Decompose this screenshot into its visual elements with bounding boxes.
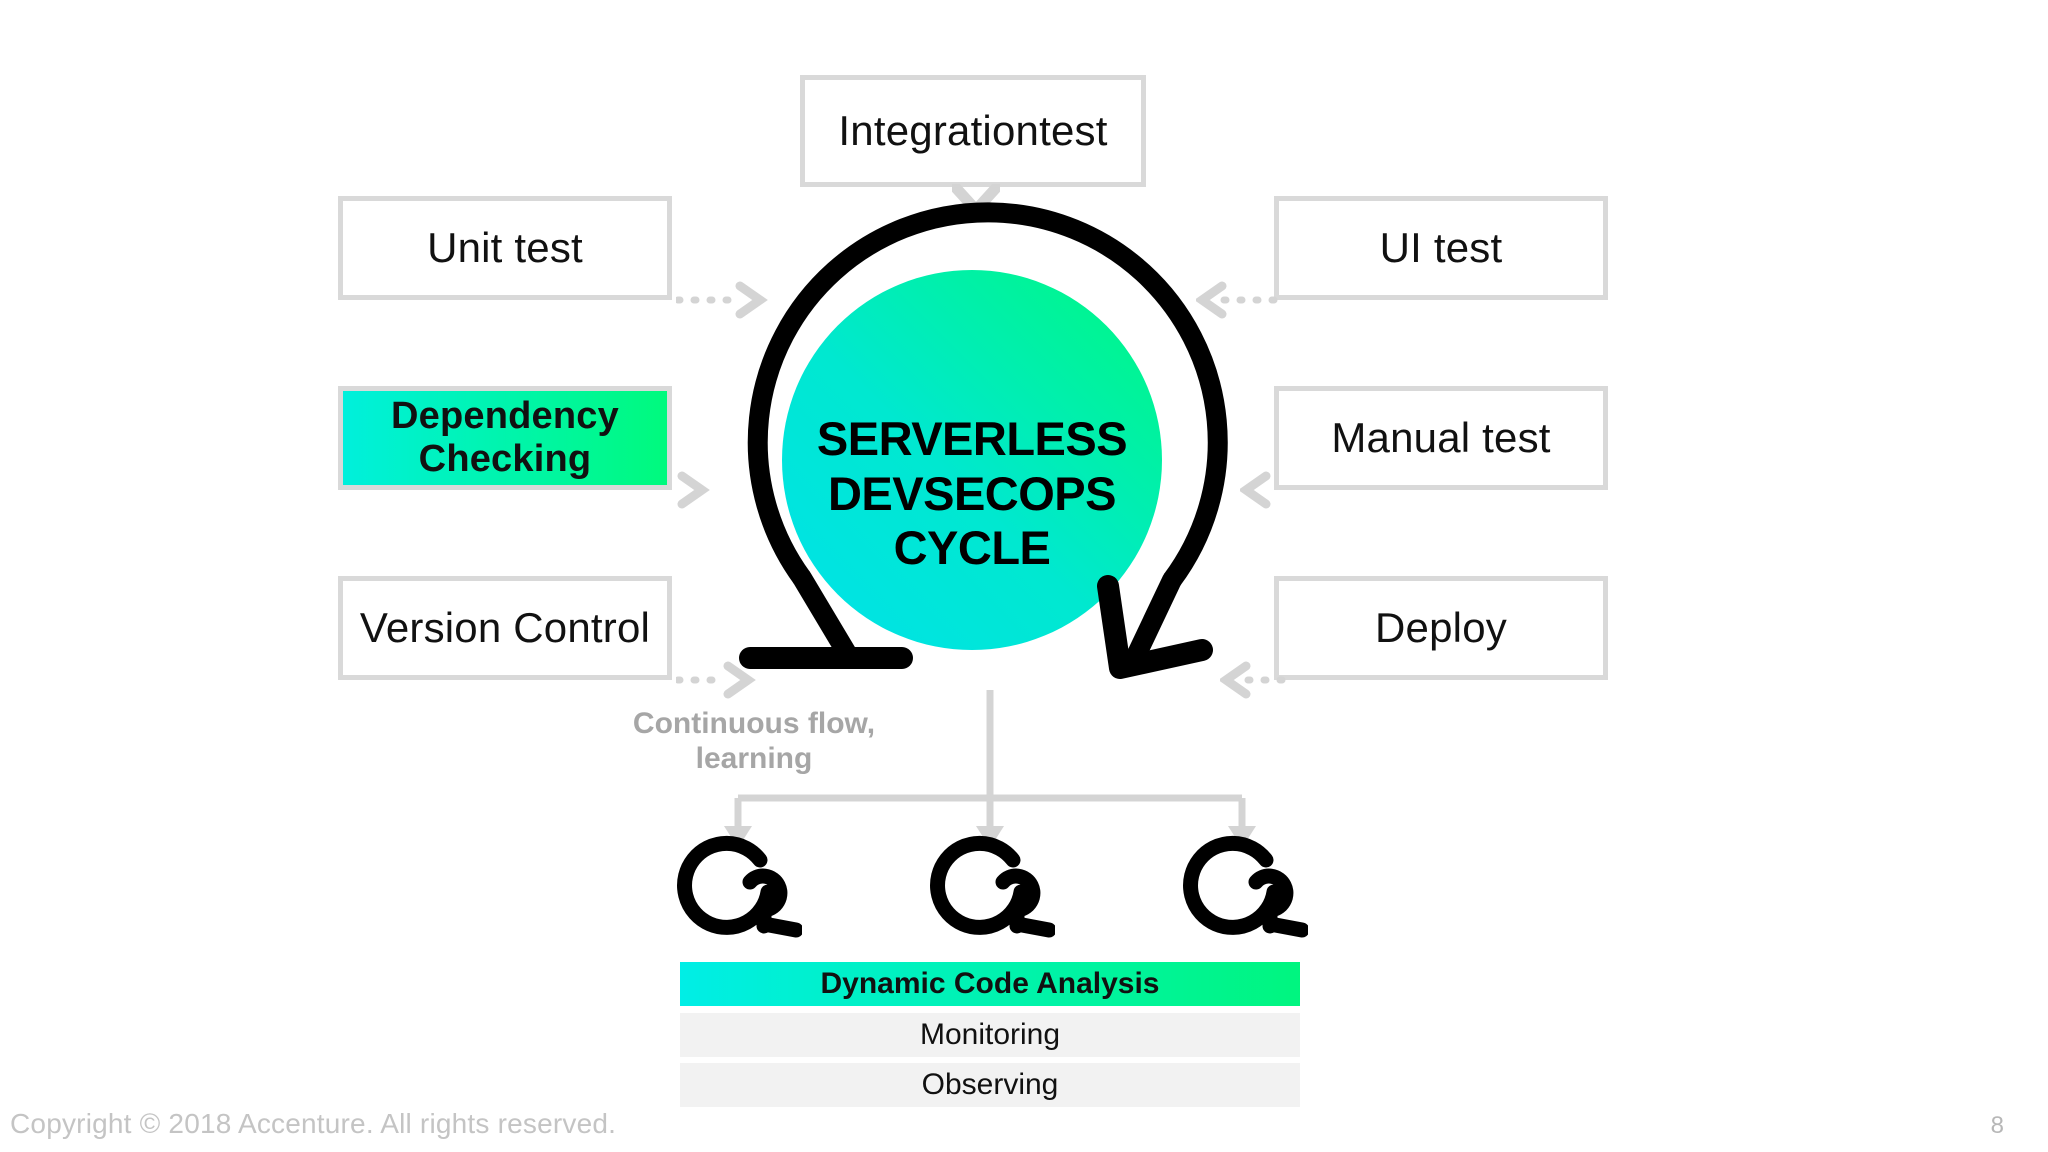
cycle-ring-arc — [747, 202, 1228, 586]
dotted-arrow-left-ui-test — [1196, 281, 1286, 319]
process-box-manual-test[interactable]: Manual test — [1274, 386, 1608, 490]
refresh-loop-icon-2 — [930, 835, 1055, 938]
serverless-devsecops-cycle — [680, 180, 1260, 740]
box-label: Unit test — [427, 224, 583, 272]
dotted-arrow-left-manual-test — [1240, 471, 1271, 509]
process-box-dependency-checking[interactable]: Dependency Checking — [338, 386, 672, 490]
bar-label: Dynamic Code Analysis — [820, 967, 1160, 1000]
flow-caption-line1: Continuous flow, — [632, 707, 876, 740]
box-label-line2: Checking — [418, 438, 592, 480]
process-box-version-control[interactable]: Version Control — [338, 576, 672, 680]
cycle-arrow-stem — [1125, 570, 1182, 668]
box-label: Version Control — [359, 604, 651, 652]
dotted-arrow-left-deploy — [1220, 661, 1288, 699]
box-label: Manual test — [1331, 414, 1551, 462]
refresh-loop-icon-3 — [1183, 835, 1308, 938]
flow-caption-line2: learning — [695, 742, 813, 776]
branch-arrow-left-icon — [724, 826, 752, 848]
process-box-unit-test[interactable]: Unit test — [338, 196, 672, 300]
refresh-loop-icon-1 — [677, 835, 802, 938]
bottom-bar-monitoring[interactable]: Monitoring — [680, 1013, 1300, 1057]
dotted-arrow-right-unit-test — [676, 281, 768, 319]
bottom-bar-dynamic-code-analysis[interactable]: Dynamic Code Analysis — [680, 962, 1300, 1006]
continuous-flow-caption: Continuous flow, learning — [620, 706, 888, 777]
box-label: UI test — [1379, 224, 1503, 272]
dotted-arrow-right-dependency-checking — [677, 471, 710, 509]
box-label-line2: test — [1039, 107, 1108, 155]
box-label-line1: Dependency — [391, 395, 619, 438]
cycle-arc-tail — [792, 568, 858, 665]
cycle-svg — [739, 202, 1228, 679]
process-box-integration-test[interactable]: Integration test — [800, 75, 1146, 187]
footer-copyright: Copyright © 2018 Accenture. All rights r… — [10, 1108, 617, 1139]
dotted-arrow-right-version-control — [676, 661, 756, 699]
process-box-deploy[interactable]: Deploy — [1274, 576, 1608, 680]
bar-label: Monitoring — [919, 1018, 1061, 1051]
cycle-core-circle — [782, 270, 1162, 650]
cycle-arrowhead-icon — [1097, 575, 1213, 679]
box-label: Deploy — [1375, 604, 1507, 652]
box-label-line1: Integration — [838, 107, 1040, 155]
bar-label: Observing — [921, 1068, 1059, 1101]
page-number: 8 — [1990, 1112, 2004, 1139]
process-box-ui-test[interactable]: UI test — [1274, 196, 1608, 300]
bottom-bar-observing[interactable]: Observing — [680, 1063, 1300, 1107]
